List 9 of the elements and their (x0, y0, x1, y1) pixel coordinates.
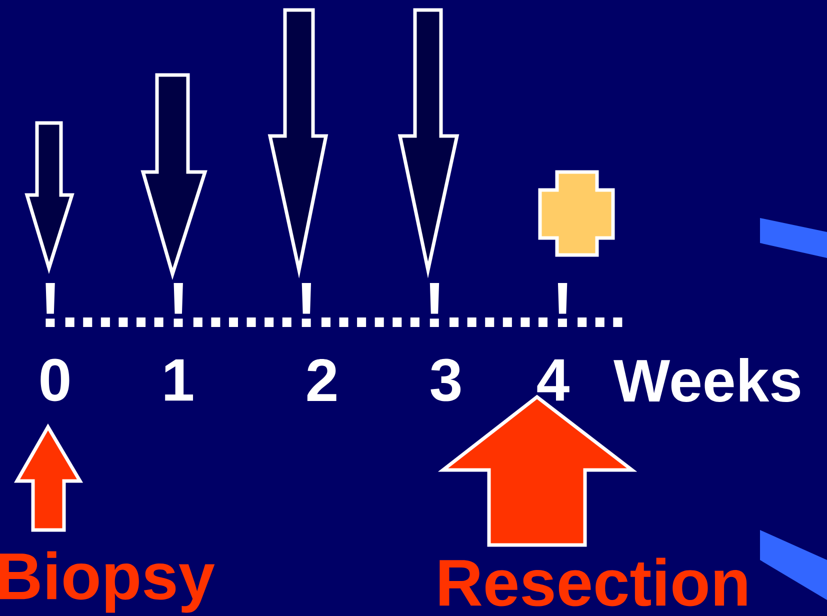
week-number: 1 (165, 359, 194, 401)
axis-label: Weeks (614, 358, 800, 402)
event-label: Resection (440, 558, 747, 606)
timeline-ticks: !......!......!......!......!... (46, 282, 622, 328)
cross-mark (538, 170, 615, 257)
week-number: 0 (40, 358, 70, 402)
week-number: 4 (537, 359, 570, 401)
week-number: 3 (430, 358, 461, 402)
week-number: 2 (307, 359, 336, 401)
